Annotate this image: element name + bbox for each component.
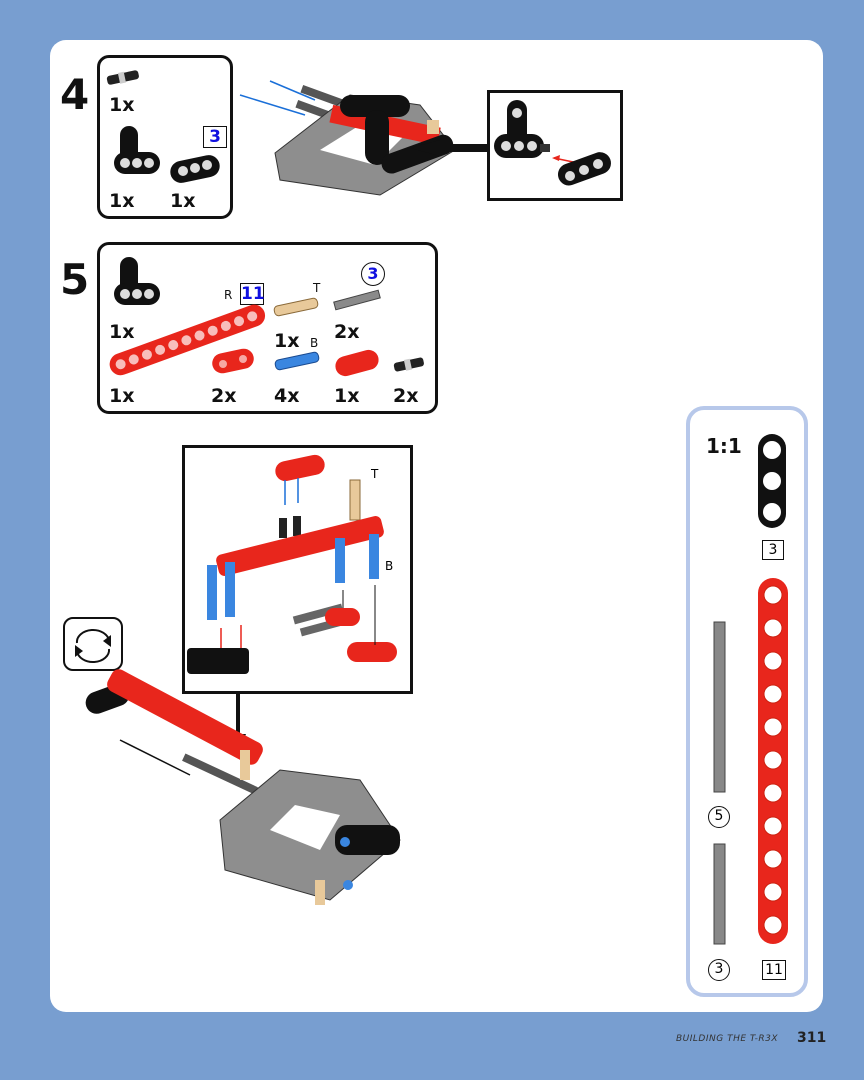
step5-qty-axle: 2x: [334, 321, 360, 343]
ruler-axle-3: [713, 843, 726, 945]
step-5-assembly-illustration: [85, 669, 401, 905]
step-4-number: 4: [60, 70, 90, 119]
tan-pin-icon: [273, 297, 319, 317]
black-beam-3-icon: [170, 155, 220, 183]
ruler-tag-axle-3: 3: [708, 959, 730, 981]
red-beam-11-icon: [109, 304, 266, 376]
black-t-beam-icon: [114, 126, 160, 174]
step5-qty-connector-pin: 2x: [393, 385, 419, 407]
connector-pin-icon: [106, 70, 139, 85]
ruler-tag-axle-5: 5: [708, 806, 730, 828]
part-label-t: T: [313, 281, 321, 295]
step-4-assembly-illustration: [239, 80, 456, 196]
step5-qty-red-beam: 1x: [109, 385, 135, 407]
label-b: B: [385, 559, 393, 573]
step4-qty-pin: 1x: [109, 94, 135, 116]
red-cross-block-icon: [212, 348, 254, 374]
size-tag: 11: [240, 283, 265, 305]
blue-pin-icon: [274, 351, 320, 371]
ruler-tag-beam-3: 3: [762, 540, 784, 560]
ruler-red-beam-11: [758, 578, 788, 944]
step5-qty-tan-pin: 1x: [274, 330, 300, 352]
page-number: 311: [797, 1030, 827, 1046]
size-circle-tag: 3: [361, 262, 385, 286]
callout-illustration: [494, 100, 611, 186]
sub-assembly-illustration: T B: [187, 454, 397, 674]
step4-qty-beam: 1x: [170, 190, 196, 212]
size-tag: 3: [203, 126, 227, 148]
ruler-black-beam-3: [758, 434, 786, 528]
callout-arrow-icon: [410, 140, 488, 156]
step5-qty-blue-pin: 4x: [274, 385, 300, 407]
ruler-axle-5: [713, 621, 726, 793]
red-beam-3-icon: [335, 349, 379, 377]
step5-qty-red-beam-3: 1x: [334, 385, 360, 407]
step-5-number: 5: [60, 255, 90, 304]
step5-qty-t-beam: 1x: [109, 321, 135, 343]
rotate-icon: [75, 629, 111, 663]
step4-qty-t-beam: 1x: [109, 190, 135, 212]
gray-axle-icon: [333, 289, 381, 311]
part-size-ruler: 1:1 3 5 3 11: [686, 406, 808, 997]
black-t-beam-icon: [114, 257, 160, 305]
footer-section-title: BUILDING THE T-R3X: [676, 1034, 779, 1044]
connector-pin-icon: [393, 357, 424, 372]
ruler-scale: 1:1: [706, 434, 742, 458]
ruler-tag-beam-11: 11: [762, 960, 786, 980]
part-label-r: R: [224, 288, 233, 302]
rotate-model-button: [63, 617, 123, 671]
part-label-b: B: [310, 336, 319, 350]
label-t: T: [370, 467, 379, 481]
step5-qty-cross-block: 2x: [211, 385, 237, 407]
